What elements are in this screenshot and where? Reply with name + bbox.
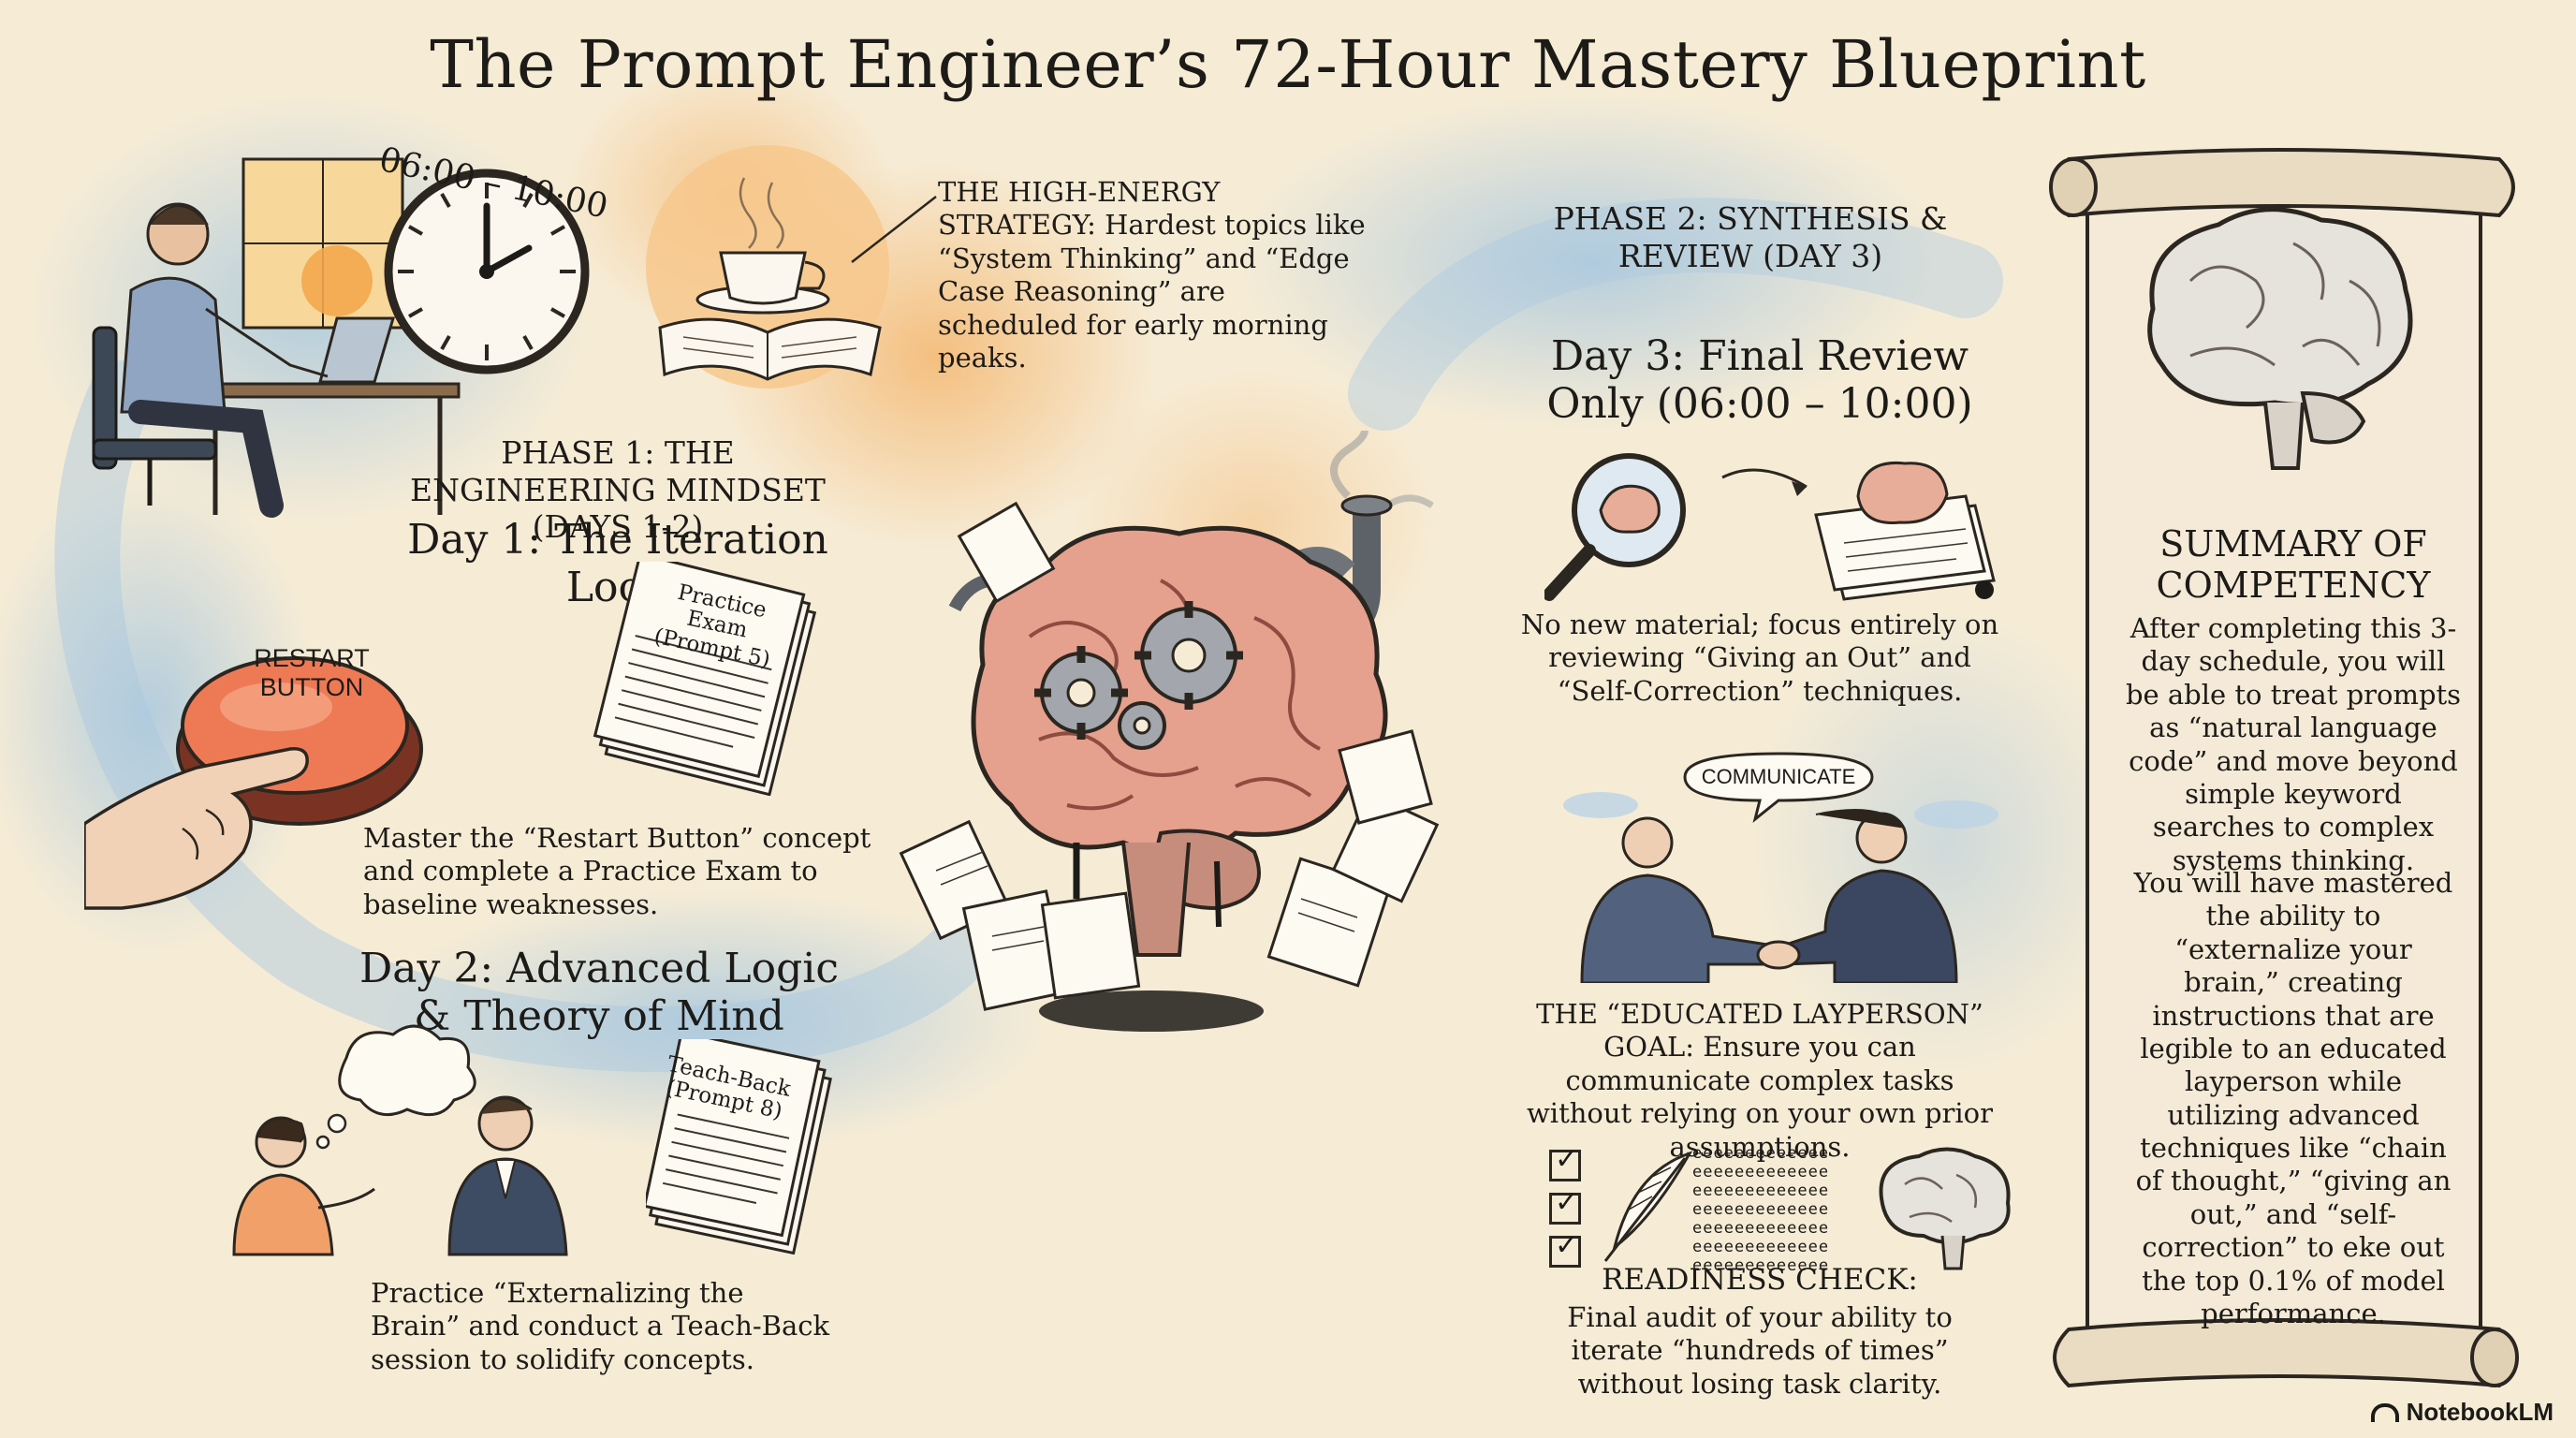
handwriting-line: eeeeeeeeeeeee xyxy=(1692,1181,1830,1200)
handwriting-line: eeeeeeeeeeeee xyxy=(1692,1163,1830,1181)
magnifier-review-illustration xyxy=(1544,453,1996,601)
strategy-pointer xyxy=(851,196,937,263)
readiness-text: Final audit of your ability to iterate “… xyxy=(1567,1301,1953,1400)
summary-scroll xyxy=(2049,148,2519,1388)
clock-icon xyxy=(384,169,590,374)
handwriting-line: eeeeeeeeeeeee xyxy=(1692,1256,1830,1275)
day2-text: Practice “Externalizing the Brain” and c… xyxy=(371,1277,830,1375)
quill-icon xyxy=(1603,1151,1693,1262)
restart-button-illustration xyxy=(84,656,423,910)
summary-paragraph-2: You will have mastered the ability to “e… xyxy=(2133,867,2453,1329)
phase2-heading: PHASE 2: SYNTHESIS & REVIEW (DAY 3) xyxy=(1553,200,1948,274)
day3-heading: Day 3: Final Review Only (06:00 – 10:00) xyxy=(1546,332,1973,428)
day3-text: No new material; focus entirely on revie… xyxy=(1520,609,1999,707)
phase1-heading: PHASE 1: THE ENGINEERING MINDSET (DAYS 1… xyxy=(410,434,826,546)
small-brain-icon xyxy=(1879,1147,2011,1270)
handshake-illustration xyxy=(1563,752,1998,983)
page-title: The Prompt Engineer’s 72-Hour Mastery Bl… xyxy=(430,26,2146,103)
teach-back-papers xyxy=(646,1039,832,1255)
restart-button[interactable]: RESTART BUTTON xyxy=(254,644,370,702)
brand-label: NotebookLM xyxy=(2406,1398,2554,1426)
coffee-and-book-illustration xyxy=(646,145,889,389)
two-people-talking-illustration xyxy=(232,1024,568,1256)
notebooklm-brand: NotebookLM xyxy=(2370,1398,2554,1427)
checkbox-icon: ✓ xyxy=(1549,1143,1581,1181)
practice-exam-papers xyxy=(593,562,817,796)
summary-heading: SUMMARY OF COMPETENCY xyxy=(2156,523,2431,606)
readiness-heading: READINESS CHECK: xyxy=(1602,1263,1918,1297)
day2-heading: Day 2: Advanced Logic & Theory of Mind xyxy=(359,945,839,1040)
summary-paragraph-1: After completing this 3-day schedule, yo… xyxy=(2125,612,2462,876)
day1-text: Master the “Restart Button” concept and … xyxy=(363,822,871,920)
communicate-bubble-label: COMMUNICATE xyxy=(1701,765,1856,788)
checklist: ✓ ✓ ✓ xyxy=(1549,1143,1587,1268)
notebooklm-logo-icon xyxy=(2370,1402,2399,1422)
handwriting-line: eeeeeeeeeeeee xyxy=(1692,1219,1830,1238)
handwriting-line: eeeeeeeeeeeee xyxy=(1692,1200,1830,1219)
handwriting-line: eeeeeeeeeeeee xyxy=(1692,1238,1830,1256)
handwriting-line: eeeeeeeeeeeee xyxy=(1692,1144,1830,1163)
handwriting-lines: eeeeeeeeeeeee eeeeeeeeeeeee eeeeeeeeeeee… xyxy=(1692,1144,1829,1275)
layperson-goal-text: THE “EDUCATED LAYPERSON” GOAL: Ensure yo… xyxy=(1526,998,1993,1163)
day1-heading: Day 1: The Iteration Loop xyxy=(407,516,828,611)
checkbox-icon: ✓ xyxy=(1549,1229,1581,1268)
central-brain-machine-illustration xyxy=(899,431,1440,1032)
man-at-desk-illustration xyxy=(92,157,461,518)
strategy-text: THE HIGH-ENERGY STRATEGY: Hardest topics… xyxy=(938,176,1366,374)
checkbox-icon: ✓ xyxy=(1549,1186,1581,1225)
